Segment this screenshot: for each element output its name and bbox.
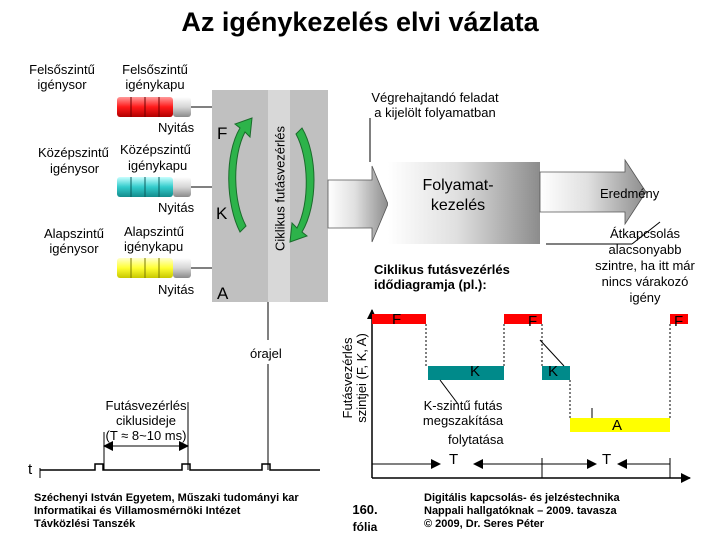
mid-open-label: Nyitás xyxy=(158,200,195,215)
bar-F1 xyxy=(372,314,426,324)
time-axis-label: t xyxy=(28,461,33,478)
upper-queue xyxy=(117,97,212,117)
bar-K2 xyxy=(542,366,570,380)
timing-F3: F xyxy=(674,313,684,330)
upper-open-label: Nyitás xyxy=(158,120,195,135)
process-label: Folyamat-kezelés xyxy=(422,177,494,214)
page-title: Az igénykezelés elvi vázlata xyxy=(181,7,539,37)
result-label: Eredmény xyxy=(600,186,660,201)
mid-queue-label-2: igénysor xyxy=(50,161,100,176)
mid-queue-label-1: Középszintű xyxy=(38,145,109,160)
level-F-label: F xyxy=(217,124,228,143)
bar-F2 xyxy=(504,314,542,324)
cycle-control-label: Ciklikus futásvezérlés xyxy=(272,126,288,251)
clock-label: órajel xyxy=(250,346,282,361)
clock-pulse xyxy=(40,463,320,471)
timing-A: A xyxy=(612,417,623,434)
process-block xyxy=(388,162,540,244)
low-open-label: Nyitás xyxy=(158,282,195,297)
result-arrow xyxy=(539,158,647,226)
T2-label: T xyxy=(602,451,612,468)
mid-port-label-1: Középszintű xyxy=(120,142,191,157)
cycle-arrow-up xyxy=(228,117,253,233)
bar-A xyxy=(570,418,670,432)
mid-queue xyxy=(117,177,212,197)
T1-label: T xyxy=(449,451,459,468)
slide-word: fólia xyxy=(352,520,378,534)
timing-F2: F xyxy=(528,313,538,330)
timing-F1: F xyxy=(392,311,402,328)
mid-port-label-2: igénykapu xyxy=(128,158,188,173)
level-K-label: K xyxy=(216,204,228,223)
level-A-label: A xyxy=(217,284,229,303)
timing-K2: K xyxy=(548,363,559,380)
bar-F3 xyxy=(670,314,688,324)
cycle-arrow-down xyxy=(289,127,315,243)
footer-institution: Széchenyi István Egyetem, Műszaki tudomá… xyxy=(34,492,299,530)
bar-K1 xyxy=(428,366,504,380)
low-queue xyxy=(117,258,212,278)
slide-number: 160. xyxy=(352,502,378,517)
timing-K1: K xyxy=(470,363,481,380)
flow-arrow-in xyxy=(327,165,389,243)
resume-label: folytatása xyxy=(448,432,504,447)
